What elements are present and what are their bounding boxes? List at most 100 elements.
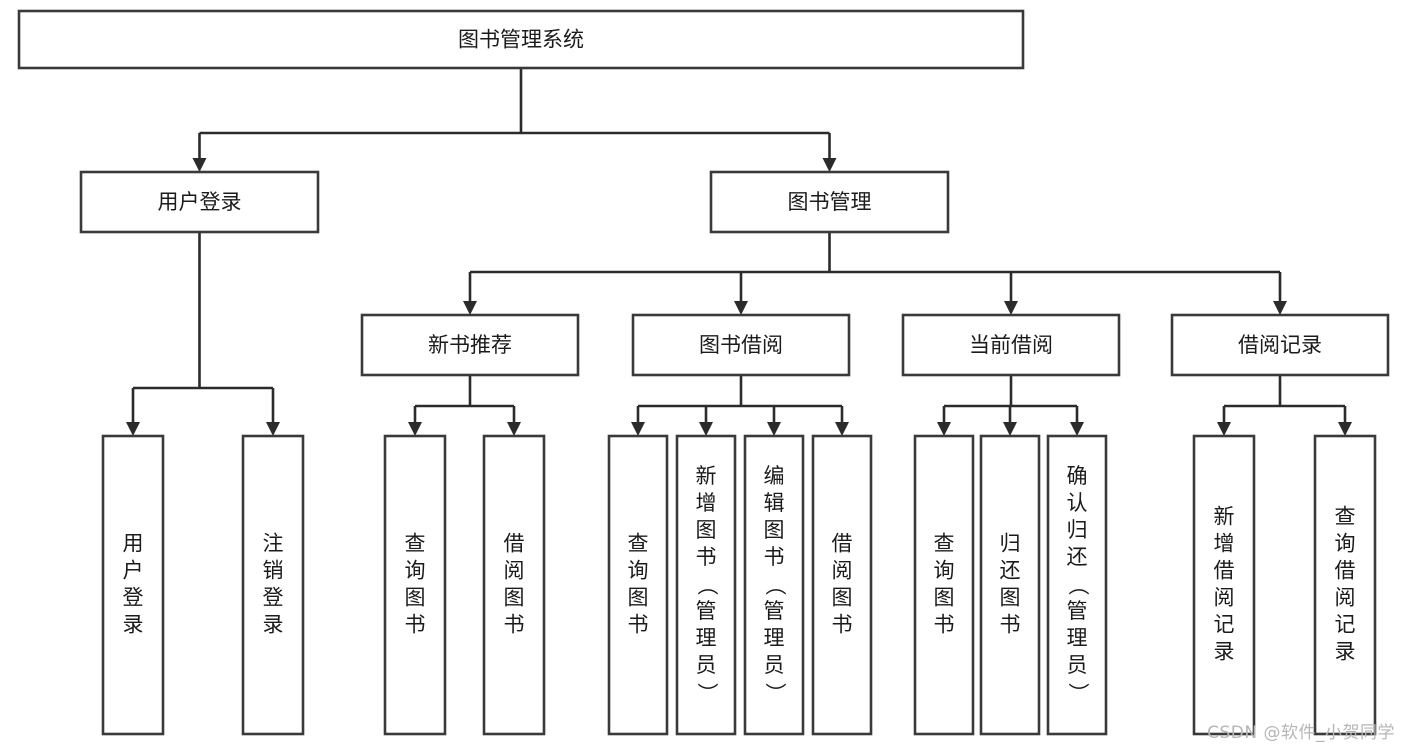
svg-text:书: 书 — [628, 613, 649, 637]
node-box-new-rec[interactable] — [360, 313, 580, 377]
node-login[interactable]: 用户登录 — [79, 170, 320, 234]
svg-text:图: 图 — [628, 586, 649, 610]
node-box-leaf-add-record[interactable] — [1192, 434, 1256, 736]
edge-arrowhead-records — [1273, 301, 1287, 315]
node-box-records[interactable] — [1170, 313, 1390, 377]
edge-group-login — [126, 232, 280, 436]
node-label-new-rec: 新书推荐 — [428, 333, 512, 357]
node-box-leaf-edit-book[interactable] — [743, 434, 805, 736]
node-box-leaf-return-book[interactable] — [979, 434, 1041, 736]
svg-text:增: 增 — [696, 491, 717, 515]
edge-arrowhead-leaf_borrow_book_1 — [507, 422, 521, 436]
svg-text:记: 记 — [1214, 613, 1235, 637]
node-root[interactable]: 图书管理系统 — [17, 9, 1025, 70]
svg-text:辑: 辑 — [764, 491, 785, 515]
node-borrow[interactable]: 图书借阅 — [631, 313, 851, 377]
svg-text:询: 询 — [1335, 532, 1356, 556]
edge-group-root — [192, 68, 837, 172]
svg-text:管: 管 — [696, 599, 717, 623]
svg-text:书: 书 — [405, 613, 426, 637]
node-current[interactable]: 当前借阅 — [901, 313, 1121, 377]
svg-text:理: 理 — [764, 626, 785, 650]
edge-arrowhead-leaf_query_book_1 — [408, 422, 422, 436]
svg-text:录: 录 — [1335, 640, 1356, 664]
edge-arrowhead-current — [1004, 301, 1018, 315]
svg-text:销: 销 — [263, 559, 284, 583]
node-box-leaf-confirm-return[interactable] — [1046, 434, 1108, 736]
node-box-book-mgmt[interactable] — [709, 170, 950, 234]
node-box-root[interactable] — [17, 9, 1025, 70]
svg-text:（: （ — [1066, 575, 1090, 596]
svg-text:归: 归 — [1067, 518, 1088, 542]
svg-text:书: 书 — [504, 613, 525, 637]
svg-text:阅: 阅 — [1214, 586, 1235, 610]
svg-text:户: 户 — [123, 559, 144, 583]
edge-arrowhead-book_mgmt — [822, 158, 837, 172]
node-box-leaf-add-book[interactable] — [675, 434, 737, 736]
svg-text:注: 注 — [263, 532, 284, 556]
node-leaf-user-login[interactable]: 用户登录 — [101, 434, 165, 736]
node-box-leaf-user-login[interactable] — [101, 434, 165, 736]
svg-text:认: 认 — [1067, 491, 1088, 515]
svg-text:图: 图 — [1000, 586, 1021, 610]
node-box-leaf-borrow-book-1[interactable] — [482, 434, 546, 736]
node-box-leaf-query-book-3[interactable] — [913, 434, 975, 736]
svg-text:录: 录 — [123, 613, 144, 637]
node-box-leaf-logout[interactable] — [241, 434, 305, 736]
svg-text:）: ） — [695, 683, 719, 704]
edge-arrowhead-leaf_add_book — [699, 422, 713, 436]
node-box-leaf-query-book-1[interactable] — [383, 434, 447, 736]
svg-text:借: 借 — [504, 532, 525, 556]
svg-text:新: 新 — [696, 464, 717, 488]
node-book-mgmt[interactable]: 图书管理 — [709, 170, 950, 234]
svg-text:员: 员 — [764, 653, 785, 677]
node-box-login[interactable] — [79, 170, 320, 234]
node-box-current[interactable] — [901, 313, 1121, 377]
node-box-leaf-query-record[interactable] — [1313, 434, 1377, 736]
svg-text:书: 书 — [696, 545, 717, 569]
svg-text:查: 查 — [628, 532, 649, 556]
svg-text:用: 用 — [123, 532, 144, 556]
svg-text:图: 图 — [696, 518, 717, 542]
edge-arrowhead-leaf_borrow_book_2 — [835, 422, 849, 436]
svg-text:）: ） — [763, 683, 787, 704]
edge-group-borrow — [631, 375, 849, 436]
svg-text:归: 归 — [1000, 532, 1021, 556]
node-new-rec[interactable]: 新书推荐 — [360, 313, 580, 377]
svg-text:图: 图 — [832, 586, 853, 610]
edge-arrowhead-leaf_logout — [266, 422, 280, 436]
node-layer: 图书管理系统用户登录图书管理新书推荐图书借阅当前借阅借阅记录用户登录注销登录查询… — [17, 9, 1390, 736]
svg-text:（: （ — [695, 575, 719, 596]
node-label-login: 用户登录 — [158, 190, 242, 214]
svg-text:理: 理 — [1067, 626, 1088, 650]
edge-arrowhead-borrow — [734, 301, 748, 315]
svg-text:还: 还 — [1000, 559, 1021, 583]
node-box-leaf-borrow-book-2[interactable] — [811, 434, 873, 736]
node-records[interactable]: 借阅记录 — [1170, 313, 1390, 377]
node-box-leaf-query-book-2[interactable] — [607, 434, 669, 736]
node-box-borrow[interactable] — [631, 313, 851, 377]
svg-text:）: ） — [1066, 683, 1090, 704]
svg-text:录: 录 — [263, 613, 284, 637]
